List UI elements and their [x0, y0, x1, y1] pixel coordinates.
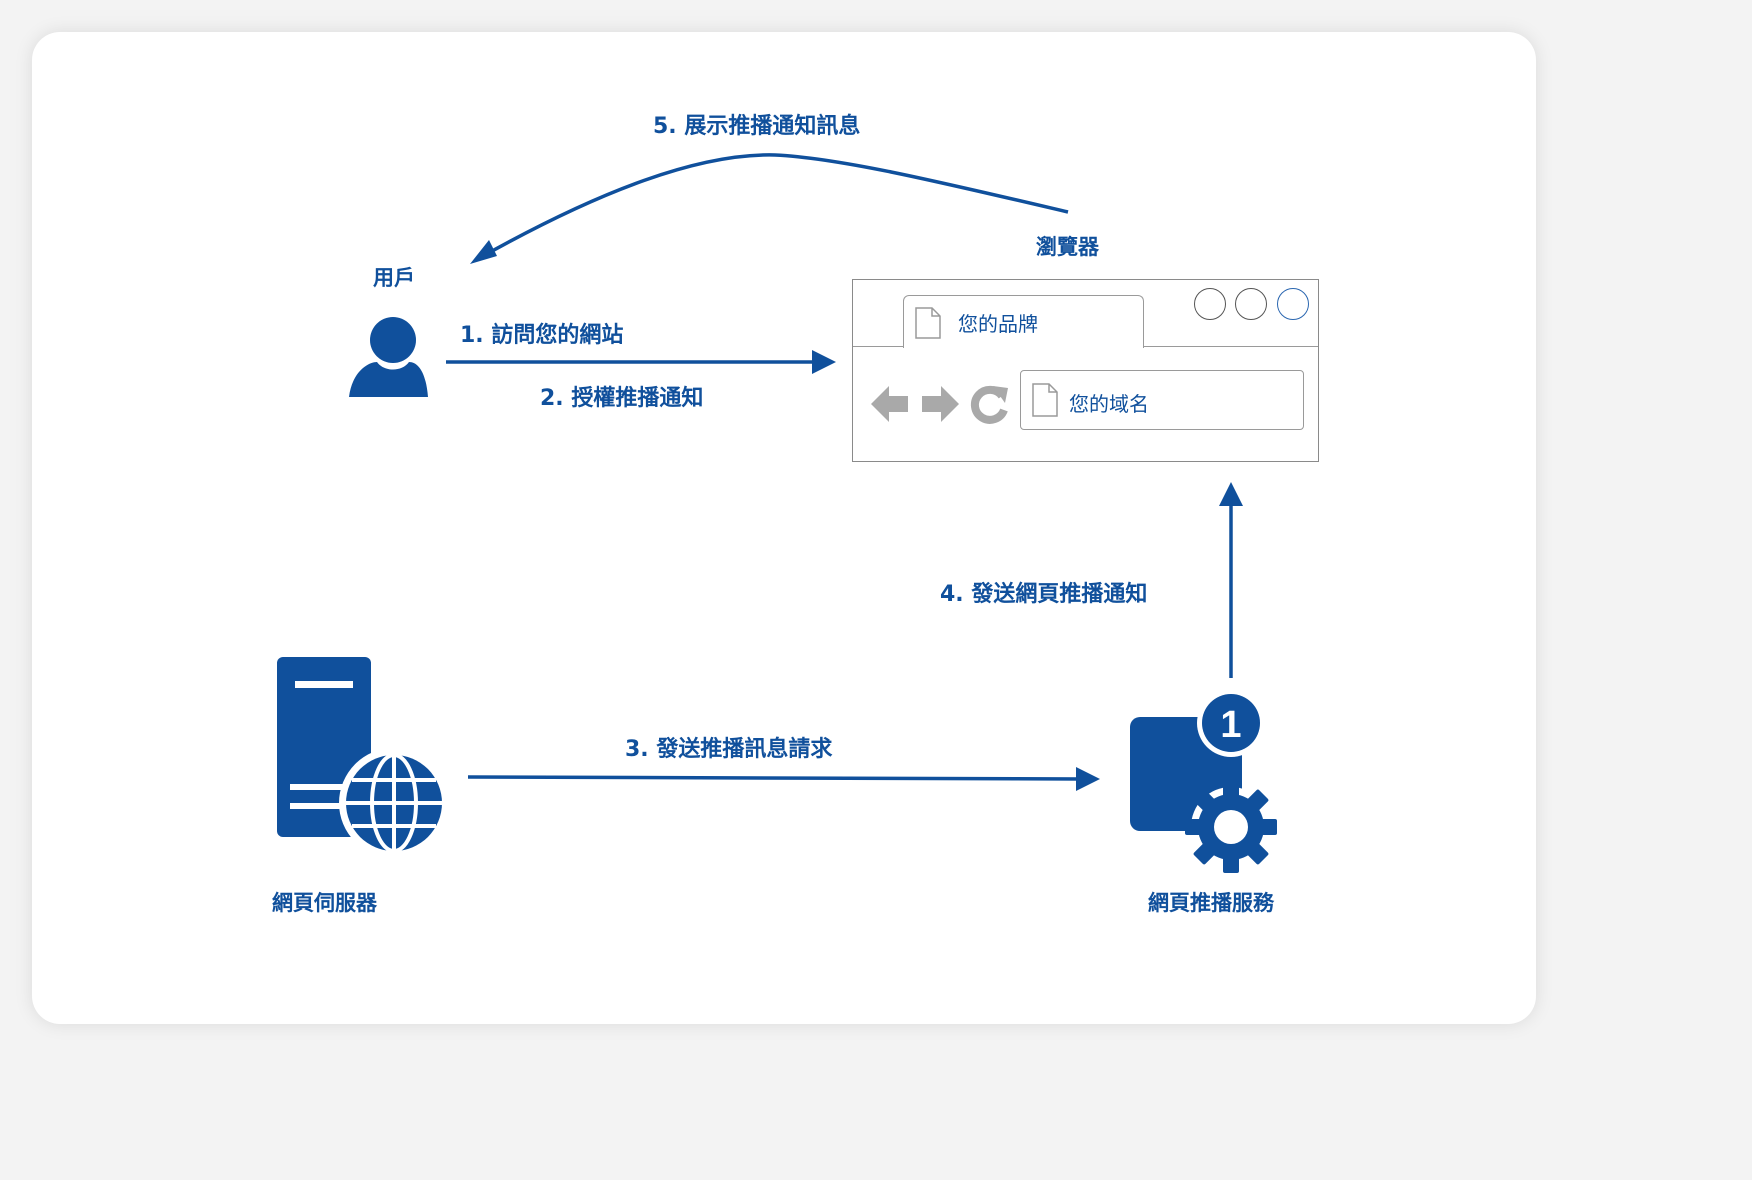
browser-tab: 您的品牌: [903, 295, 1144, 348]
step3-label: 3. 發送推播訊息請求: [625, 737, 833, 762]
arrow-step3-head: [1076, 767, 1100, 791]
node-label-web-server: 網頁伺服器: [272, 891, 377, 915]
notification-badge-icon: 1: [1197, 689, 1265, 757]
node-label-browser: 瀏覽器: [1036, 235, 1099, 259]
step2-label: 2. 授權推播通知: [540, 386, 704, 411]
step4-label: 4. 發送網頁推播通知: [940, 582, 1148, 607]
browser-window: 您的品牌 您的域名: [852, 279, 1319, 462]
back-arrow-icon: [871, 386, 908, 422]
window-button-circle-1: [1194, 288, 1226, 320]
arrow-step1-2-head: [812, 350, 836, 374]
address-text: 您的域名: [1069, 392, 1149, 416]
user-icon: [349, 317, 428, 397]
arrow-step5: [475, 153, 1069, 262]
globe-icon: [339, 748, 449, 858]
diagram-card: [32, 32, 1536, 1024]
arrow-step4-head: [1219, 482, 1243, 506]
document-icon: [915, 307, 941, 339]
document-icon: [1032, 383, 1058, 417]
badge-count: 1: [1220, 704, 1241, 746]
node-label-push-service: 網頁推播服務: [1148, 891, 1274, 915]
reload-icon: [970, 385, 1008, 424]
arrow-step5-head: [470, 240, 497, 264]
window-button-circle-3: [1277, 288, 1309, 320]
browser-nav-icons: [871, 385, 1008, 424]
address-bar: 您的域名: [1020, 370, 1304, 430]
arrow-step3: [467, 775, 1083, 781]
window-button-circle-2: [1235, 288, 1267, 320]
forward-arrow-icon: [922, 386, 959, 422]
flow-diagram-canvas: 1: [277, 153, 1277, 873]
tab-title: 您的品牌: [958, 312, 1038, 336]
step1-label: 1. 訪問您的網站: [460, 323, 624, 348]
gear-icon: [1185, 781, 1277, 873]
node-label-user: 用戶: [373, 266, 415, 290]
step5-label: 5. 展示推播通知訊息: [653, 114, 861, 139]
